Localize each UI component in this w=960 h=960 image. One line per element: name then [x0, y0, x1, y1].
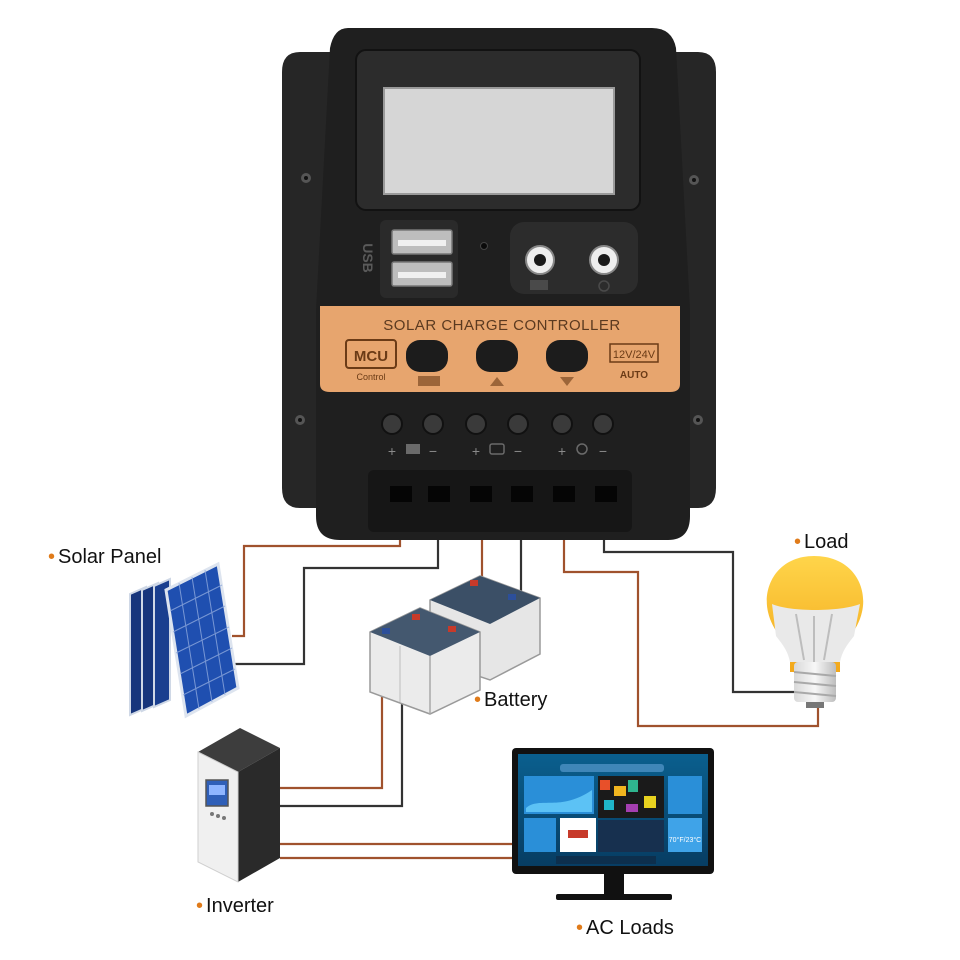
mcu-sub-label: Control: [356, 372, 385, 382]
bullet-icon: •: [794, 531, 802, 553]
bullet-icon: •: [576, 917, 584, 939]
mcu-badge: [345, 339, 397, 369]
wire-load-positive: [562, 510, 820, 728]
up-button: [476, 340, 518, 372]
usb-label: USB: [360, 243, 376, 273]
auto-label: AUTO: [620, 370, 648, 381]
monitor-illustration: 70°F/23°C: [512, 748, 714, 900]
down-button: [546, 340, 588, 372]
svg-text:−: −: [599, 443, 607, 459]
load-label: Load: [804, 531, 849, 553]
voltage-label: 12V/24V: [613, 349, 656, 361]
controller-title: SOLAR CHARGE CONTROLLER: [383, 317, 620, 334]
wire-inverter-positive: [280, 676, 384, 790]
mcu-label: MCU: [354, 348, 388, 365]
charge-controller: USB SOLAR CHARGE CONTROLLER MCU Control …: [282, 28, 716, 540]
battery-label: Battery: [484, 689, 548, 711]
lcd-screen: [383, 87, 615, 195]
bullet-icon: •: [474, 689, 482, 711]
terminal-block: [368, 470, 632, 532]
svg-text:+: +: [388, 443, 396, 459]
bullet-icon: •: [48, 546, 56, 568]
label-inverter: •Inverter: [196, 895, 274, 917]
label-battery: •Battery: [474, 689, 547, 711]
bullet-icon: •: [196, 895, 204, 917]
battery-illustration: [369, 575, 541, 715]
svg-text:+: +: [472, 443, 480, 459]
menu-button: [406, 340, 448, 372]
label-load: •Load: [794, 531, 849, 553]
terminal-screws: [381, 413, 614, 435]
indicator-led: [480, 242, 488, 250]
wire-inverter-negative: [280, 686, 404, 808]
light-bulb-illustration: [766, 556, 864, 708]
monitor-weather: 70°F/23°C: [669, 836, 701, 844]
wire-solar-negative: [232, 510, 440, 666]
inverter-label: Inverter: [206, 895, 274, 917]
solar-panel-label: Solar Panel: [58, 546, 162, 568]
label-solar-panel: •Solar Panel: [48, 546, 161, 568]
inverter-illustration: [197, 728, 280, 883]
ac-loads-label: AC Loads: [586, 917, 674, 939]
svg-text:−: −: [514, 443, 522, 459]
label-ac-loads: •AC Loads: [576, 917, 674, 939]
voltage-badge: [609, 343, 659, 363]
solar-panel-illustration: [129, 561, 240, 719]
svg-text:−: −: [429, 443, 437, 459]
svg-text:+: +: [558, 443, 566, 459]
